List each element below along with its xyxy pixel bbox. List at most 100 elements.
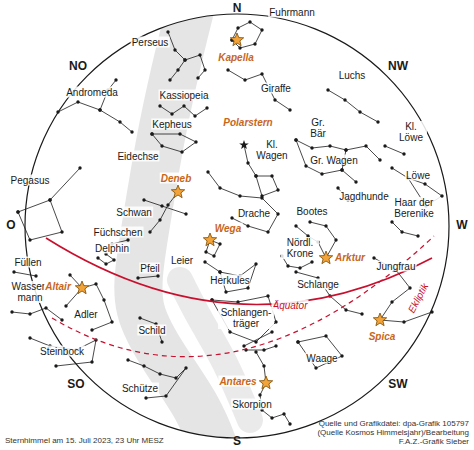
constellation-name: Kassiopeia — [159, 90, 210, 101]
star-dot — [118, 120, 121, 123]
star-dot — [68, 273, 71, 276]
constellation-name: Schlange — [296, 279, 340, 290]
constellation-name: Jagdhunde — [338, 191, 390, 202]
star-dot — [390, 300, 393, 303]
star-dot — [34, 274, 37, 277]
star-dot — [416, 234, 419, 237]
star-dot — [310, 146, 313, 149]
star-dot — [148, 230, 151, 233]
star-dot — [78, 166, 81, 169]
star-dot — [340, 354, 343, 357]
star-dot — [60, 230, 63, 233]
star-dot — [102, 298, 105, 301]
star-dot — [334, 238, 337, 241]
line-name: Äquator — [271, 300, 308, 311]
star-dot — [60, 318, 63, 321]
compass-direction: SO — [66, 378, 85, 391]
compass-direction: W — [455, 219, 468, 232]
star-dot — [258, 393, 261, 396]
constellation-name: Luchs — [338, 70, 367, 81]
star-dot — [193, 114, 196, 117]
star-dot — [358, 110, 361, 113]
star-dot — [48, 198, 51, 201]
star-dot — [304, 164, 307, 167]
star-dot — [228, 330, 231, 333]
star-dot — [254, 262, 257, 265]
star-dot — [28, 312, 31, 315]
star-dot — [226, 68, 229, 71]
star-name: Arktur — [334, 252, 366, 263]
compass-direction: O — [5, 219, 16, 232]
star-dot — [76, 100, 79, 103]
star-dot — [326, 88, 329, 91]
star-dot — [142, 198, 145, 201]
constellation-name: Jungfrau — [376, 261, 417, 272]
constellation-line — [138, 276, 158, 278]
bright-star — [203, 233, 216, 246]
star-dot — [150, 132, 153, 135]
star-dot — [246, 286, 249, 289]
constellation-name: Nördl. Krone — [281, 237, 319, 259]
constellation-name: Kl. Löwe — [395, 121, 427, 143]
star-dot — [230, 216, 233, 219]
star-dot — [166, 203, 169, 206]
star-dot — [166, 30, 169, 33]
star-dot — [184, 366, 187, 369]
star-dot — [204, 250, 207, 253]
star-dot — [10, 310, 13, 313]
constellation-line — [30, 338, 96, 366]
star-dot — [114, 78, 117, 81]
constellation-name: Drache — [237, 208, 271, 219]
star-dot — [294, 224, 297, 227]
constellation-name: Schild — [137, 325, 166, 336]
star-dot — [173, 48, 176, 51]
star-dot — [150, 132, 153, 135]
constellation-name: Schlangen- träger — [218, 307, 274, 329]
star-dot — [16, 210, 19, 213]
star-dot — [16, 210, 19, 213]
star-dot — [296, 340, 299, 343]
star-dot — [180, 150, 183, 153]
star-dot — [90, 360, 93, 363]
star-dot — [243, 78, 246, 81]
star-dot — [274, 344, 277, 347]
star-dot — [294, 138, 297, 141]
star-dot — [266, 230, 269, 233]
compass-direction: S — [232, 435, 242, 448]
star-dot — [182, 104, 185, 107]
star-name: Antares — [218, 376, 257, 387]
star-dot — [383, 144, 386, 147]
star-dot — [236, 26, 239, 29]
star-name: Wega — [214, 223, 243, 234]
star-dot — [390, 166, 393, 169]
constellation-name: Füllen — [13, 257, 42, 268]
source-note: (Quelle Kosmos Himmelsjahr)/Bearbeitung … — [308, 429, 470, 447]
star-dot — [296, 340, 299, 343]
constellation-line — [385, 146, 404, 154]
constellation-line — [244, 332, 272, 346]
constellation-name: Löwe — [405, 170, 431, 181]
star-dot — [246, 224, 249, 227]
star-dot — [260, 28, 263, 31]
star-dot — [98, 108, 101, 111]
star-dot — [390, 220, 393, 223]
bright-star — [239, 140, 249, 149]
star-dot — [266, 294, 269, 297]
star-dot — [314, 366, 317, 369]
star-dot — [310, 260, 313, 263]
constellation-name: Giraffe — [260, 83, 292, 94]
constellation-line — [170, 60, 185, 80]
constellation-line — [205, 262, 256, 292]
constellation-line — [70, 275, 112, 330]
constellation-name: Fuhrmann — [268, 7, 316, 18]
star-dot — [203, 68, 206, 71]
constellation-name: Adler — [73, 309, 98, 320]
horizon-circle — [25, 14, 449, 438]
star-dot — [156, 274, 159, 277]
star-dot — [270, 416, 273, 419]
constellation-name: Leier — [170, 255, 194, 266]
star-dot — [126, 358, 129, 361]
star-dot — [372, 256, 375, 259]
star-dot — [164, 394, 167, 397]
